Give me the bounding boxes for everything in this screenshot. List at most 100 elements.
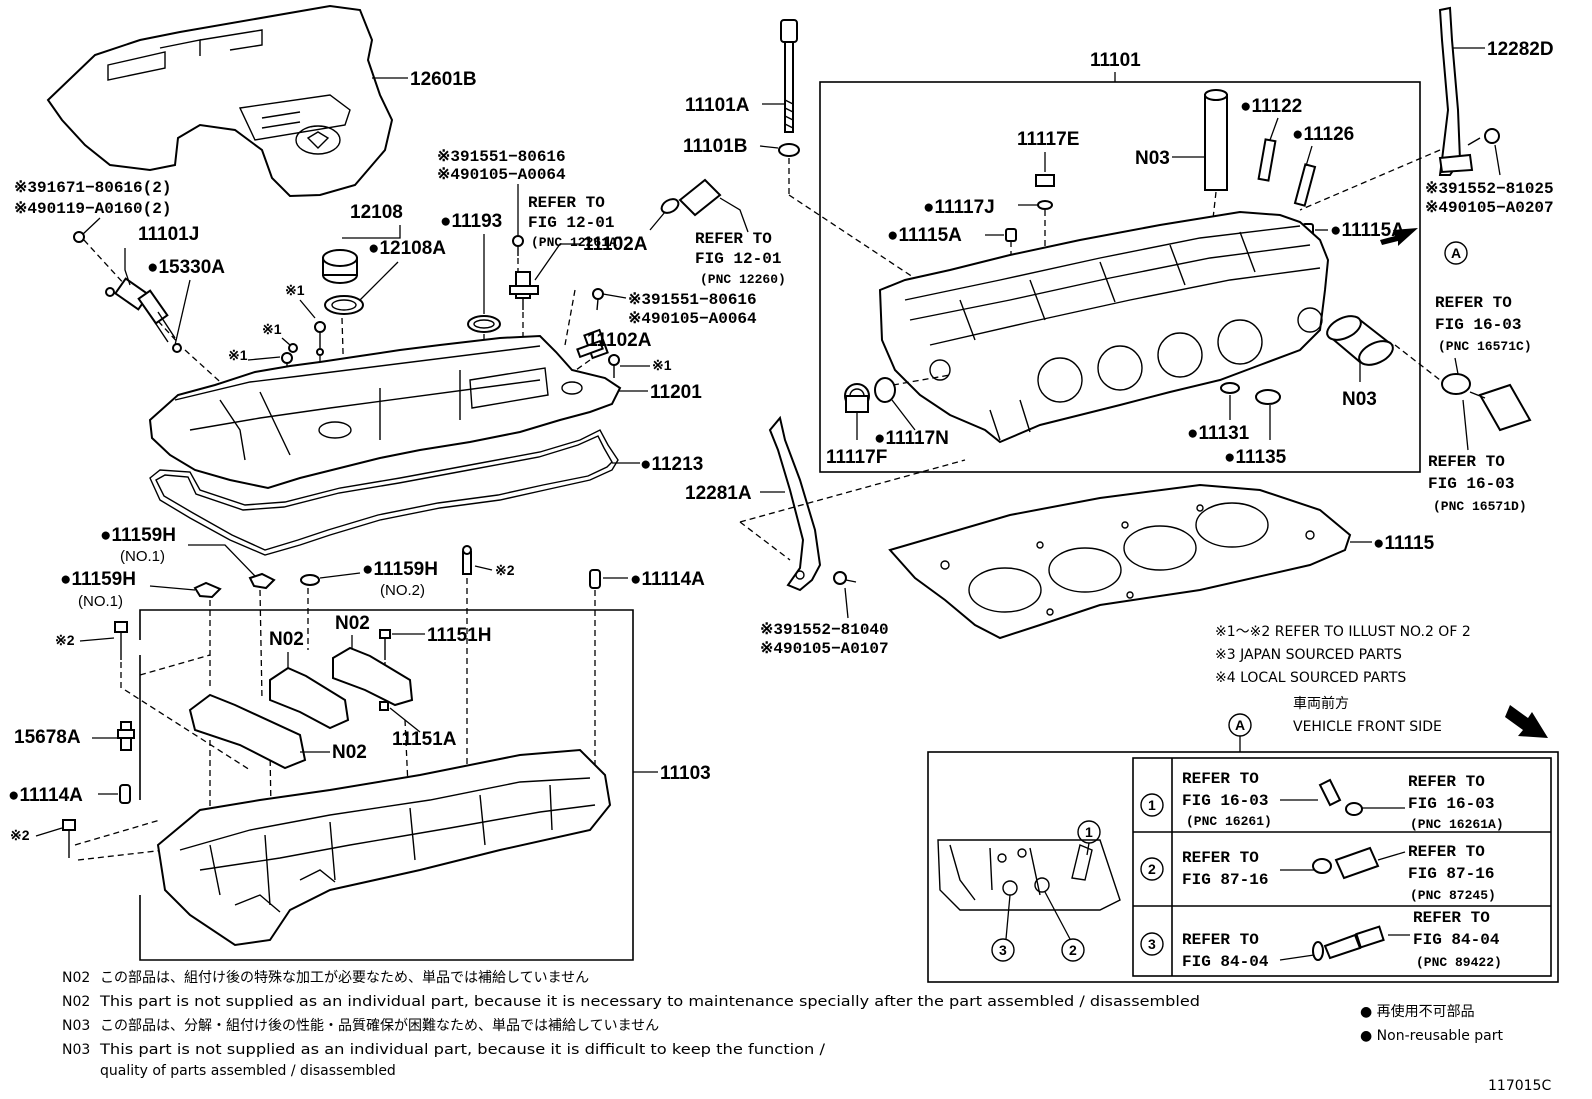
label-11115: ●11115 [1373,533,1435,554]
label-15330A: ●15330A [147,257,225,278]
callout-2: 2 [1069,942,1077,958]
cam-cap-N02-a [269,666,350,730]
label-11101A: 11101A [685,95,750,116]
detail-box-A [927,751,1559,983]
row2-right-line2: FIG 87-16 [1408,865,1494,883]
label-11151H: 11151H [427,625,491,646]
detail-sketch-drawing [937,839,1121,911]
label-11159H-no1a: ●11159H [100,525,176,546]
row3-right-pnc: (PNC 89422) [1416,955,1502,970]
legend-japan-sourced: ※3 JAPAN SOURCED PARTS [1215,647,1402,663]
label-11117N: ●11117N [874,428,949,449]
row3-left-line1: REFER TO [1182,931,1259,949]
legend-vehicle-front-en: VEHICLE FRONT SIDE [1293,719,1442,735]
label-12281A: 12281A [685,483,752,504]
refer-1201a-line1: REFER TO [528,194,605,212]
refer-1201b-line1: REFER TO [695,230,772,248]
label-11193: ●11193 [440,211,502,232]
head-bolt-drawing [778,19,800,157]
label-ast1-d: ※1 [652,357,672,373]
sensor-11102A-1-drawing [509,271,539,310]
camshaft-housing-drawing [156,748,612,947]
label-ast1-a: ※1 [285,282,305,298]
label-391551-b: ※391551−80616 [628,291,757,309]
label-11115A-left: ●11115A [887,225,962,246]
note-code-3: N03 [62,1018,90,1034]
legend-vehicle-front-jp: 車両前方 [1293,695,1349,712]
row1-left-line1: REFER TO [1182,770,1259,788]
callout-3: 3 [999,942,1007,958]
label-no2: (NO.2) [380,582,425,599]
valve-cover-drawing [148,334,622,490]
cylinder-head-drawing [878,210,1330,444]
label-11159H-no2: ●11159H [362,559,438,580]
sensor-11102A-2-drawing [576,328,609,360]
label-11102A-1: 11102A [583,234,648,255]
row1-left-pnc: (PNC 16261) [1186,814,1272,829]
label-11117E: 11117E [1017,129,1079,150]
label-11101J: 11101J [138,224,199,245]
label-15678A: 15678A [14,727,81,748]
circle-A-box: A [1235,717,1245,733]
label-N02-c: N02 [332,742,367,763]
label-11213: ●11213 [640,454,703,475]
label-11151A: 11151A [392,729,457,750]
cam-cap-N02-c [188,693,307,770]
note-text-4: This part is not supplied as an individu… [99,1042,825,1058]
label-11114A-left: ●11114A [8,785,83,806]
row2-right-line1: REFER TO [1408,843,1485,861]
note-code-2: N02 [62,994,90,1010]
label-490105-d: ※490105−A0107 [760,640,889,658]
row2-left-line1: REFER TO [1182,849,1259,867]
label-ast1-c: ※1 [228,347,248,363]
vehicle-front-arrow-icon [1505,705,1548,738]
refer-1201b-line2: FIG 12-01 [695,250,781,268]
label-391552-b: ※391552−81040 [760,621,889,639]
row2-right-pnc: (PNC 87245) [1410,888,1496,903]
sleeve-N03-drawing [1326,315,1394,366]
bracket-12281A-drawing [768,415,857,592]
label-ast2-c: ※2 [10,827,30,843]
label-490105-c: ※490105−A0207 [1425,199,1554,217]
label-N03-b: N03 [1342,389,1377,410]
label-11117F: 11117F [826,447,887,468]
refer-1603d-line1: REFER TO [1428,453,1505,471]
label-12108: 12108 [350,202,403,223]
label-490105-b: ※490105−A0064 [628,310,757,328]
label-N02-a: N02 [269,629,304,650]
label-N03-a: N03 [1135,148,1170,169]
label-12601B: 12601B [410,69,477,90]
label-no1a: (NO.1) [120,548,165,565]
label-ast1-b: ※1 [262,321,282,337]
row1-right-line2: FIG 16-03 [1408,795,1494,813]
refer-1201a-line2: FIG 12-01 [528,214,614,232]
row3-right-line2: FIG 84-04 [1413,931,1500,949]
refer-1603c-line2: FIG 16-03 [1435,316,1521,334]
ocv-valve-drawing [105,277,182,353]
refer-1603c-pnc: (PNC 16571C) [1438,339,1532,354]
label-ast2-a: ※2 [495,562,515,578]
label-11101B: 11101B [683,136,747,157]
legend-local-sourced: ※4 LOCAL SOURCED PARTS [1215,670,1406,686]
row1-right-pnc: (PNC 16261A) [1410,817,1504,832]
note-text-1: この部品は、組付け後の特殊な加工が必要なため、単品では補給していません [100,970,589,986]
row3-number: 3 [1148,936,1156,952]
legend-refer-illust: ※1〜※2 REFER TO ILLUST NO.2 OF 2 [1215,624,1471,640]
label-391671: ※391671−80616(2) [14,179,171,197]
label-11126: ●11126 [1292,124,1354,145]
label-490105-a: ※490105−A0064 [437,166,566,184]
figure-id: 117015C [1488,1078,1551,1094]
label-11103: 11103 [660,763,711,784]
legend-nonreusable-jp: ● 再使用不可部品 [1360,1003,1475,1020]
legend-nonreusable-en: ● Non-reusable part [1360,1028,1503,1044]
label-12108A: ●12108A [368,238,446,259]
row1-left-line2: FIG 16-03 [1182,792,1268,810]
label-11114A-right: ●11114A [630,569,705,590]
label-11159H-no1b: ●11159H [60,569,136,590]
refer-1603c-line1: REFER TO [1435,294,1512,312]
note-text-5: quality of parts assembled / disassemble… [100,1063,396,1079]
row3-left-line2: FIG 84-04 [1182,953,1269,971]
row3-right-line1: REFER TO [1413,909,1490,927]
engine-cover-drawing [46,4,394,198]
